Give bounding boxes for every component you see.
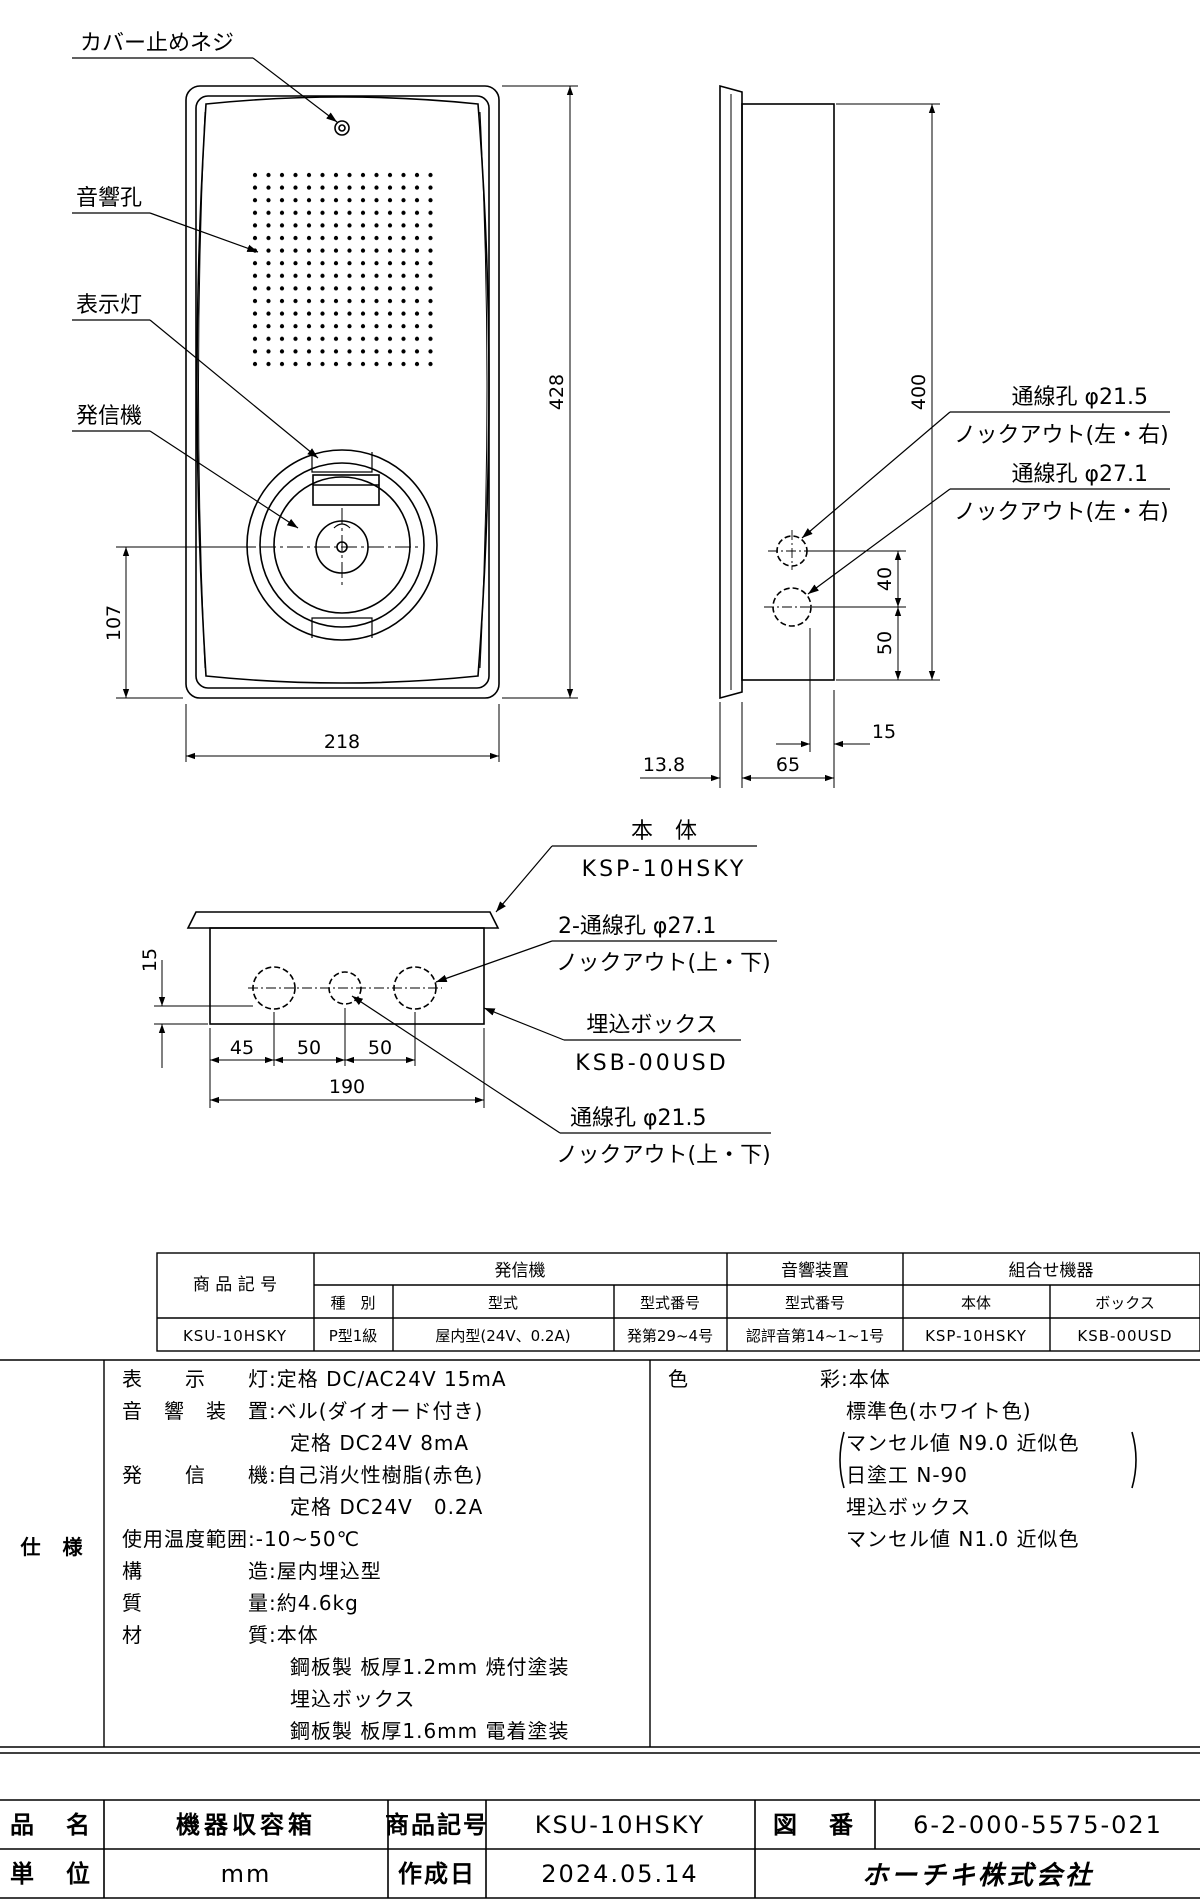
dim-bottom-190: 190	[329, 1076, 365, 1098]
dim-bottom-depth-15: 15	[139, 948, 161, 972]
side-hole2-title: 通線孔 φ27.1	[1012, 462, 1149, 487]
dim-bottom-50b: 50	[368, 1037, 392, 1059]
side-hole2-note: ノックアウト(左・右)	[954, 500, 1169, 525]
label-cover-screw: カバー止めネジ	[80, 31, 234, 56]
th-box: ボックス	[1095, 1294, 1155, 1312]
dim-bottom-50: 50	[874, 631, 896, 655]
transmitter-outer-ring	[246, 449, 438, 641]
tb-unit-label: 単 位	[10, 1860, 94, 1888]
spec-heading: 仕 様	[20, 1535, 84, 1559]
bottom-box	[209, 927, 485, 1025]
th-form-no: 型式番号	[640, 1294, 700, 1312]
tb-drawing-value: 6-2-000-5575-021	[913, 1811, 1163, 1839]
spec-color-value: 彩:本体	[820, 1367, 891, 1391]
holes-b-title: 通線孔 φ21.5	[570, 1106, 707, 1131]
cover-face	[196, 96, 490, 684]
dim-depth-65: 65	[776, 754, 800, 776]
body-model: KSP-10HSKY	[582, 857, 747, 882]
dim-body-400: 400	[908, 374, 930, 410]
box-model: KSB-00USD	[575, 1051, 728, 1076]
dim-bottom-45: 45	[230, 1037, 254, 1059]
td-box: KSB-00USD	[1077, 1327, 1172, 1345]
dim-height-428: 428	[546, 374, 568, 410]
spec-line: 表 示 灯:定格 DC/AC24V 15mA	[122, 1367, 507, 1391]
spec-color-line: マンセル値 N1.0 近似色	[846, 1527, 1079, 1551]
side-box	[741, 103, 835, 681]
tb-code-label: 商品記号	[385, 1811, 489, 1839]
td-type: P型1級	[329, 1327, 378, 1345]
title-block	[0, 1799, 1200, 1899]
spec-color-line: 標準色(ホワイト色)	[846, 1399, 1032, 1423]
tb-date-value: 2024.05.14	[541, 1860, 698, 1888]
spec-section	[0, 1359, 1200, 1754]
spec-line: 材 質:本体	[122, 1623, 319, 1647]
side-hole1-note: ノックアウト(左・右)	[954, 423, 1169, 448]
spec-color-line: マンセル値 N9.0 近似色	[846, 1431, 1079, 1455]
holes-a-title: 2-通線孔 φ27.1	[558, 914, 716, 939]
body-title: 本 体	[631, 819, 697, 844]
spec-line: 構 造:屋内埋込型	[122, 1559, 382, 1583]
th-combination: 組合せ機器	[1009, 1261, 1094, 1281]
spec-line: 埋込ボックス	[122, 1687, 415, 1711]
dim-lower-107: 107	[103, 605, 125, 641]
td-form: 屋内型(24V、0.2A)	[435, 1327, 570, 1345]
dim-offset-15: 15	[872, 721, 896, 743]
bracket-left	[839, 1431, 845, 1489]
spec-line: 音 響 装 置:ベル(ダイオード付き)	[122, 1399, 483, 1423]
product-table	[156, 1252, 1200, 1352]
tb-unit-value: mm	[221, 1860, 272, 1888]
spec-line: 鋼板製 板厚1.6mm 電着塗装	[122, 1719, 570, 1743]
th-type: 種 別	[330, 1294, 375, 1312]
spec-line: 定格 DC24V 0.2A	[122, 1495, 483, 1519]
tb-name-label: 品 名	[10, 1811, 94, 1839]
bottom-flange	[186, 911, 500, 929]
spec-color-line: 埋込ボックス	[846, 1495, 971, 1519]
side-flange	[719, 84, 743, 700]
company-logo: ホーチキ株式会社	[862, 1861, 1094, 1891]
dim-bottom-50a: 50	[297, 1037, 321, 1059]
dim-pitch-40: 40	[874, 567, 896, 591]
bottom-view	[186, 911, 500, 1025]
tb-code-value: KSU-10HSKY	[535, 1811, 706, 1839]
td-body: KSP-10HSKY	[925, 1327, 1027, 1345]
th-transmitter: 発信機	[495, 1261, 546, 1281]
spec-line: 質 量:約4.6kg	[122, 1591, 359, 1615]
label-sound-holes: 音響孔	[76, 186, 142, 211]
sound-hole-grid	[252, 172, 437, 374]
side-view	[719, 84, 835, 700]
box-title: 埋込ボックス	[586, 1013, 717, 1038]
td-sound-no: 認評音第14~1~1号	[746, 1327, 884, 1345]
spec-color-line: 日塗工 N-90	[846, 1463, 968, 1487]
tb-drawing-label: 図 番	[773, 1811, 857, 1839]
dim-width-218: 218	[324, 731, 360, 753]
spec-line: 使用温度範囲:-10~50℃	[122, 1527, 360, 1551]
spec-color-label: 色	[668, 1367, 689, 1391]
th-body: 本体	[961, 1294, 991, 1312]
holes-b-note: ノックアウト(上・下)	[556, 1143, 771, 1168]
bracket-right	[1131, 1431, 1137, 1489]
cover-outer	[185, 85, 500, 699]
td-code: KSU-10HSKY	[183, 1327, 287, 1345]
dim-flange-13-8: 13.8	[643, 754, 685, 776]
side-hole1-title: 通線孔 φ21.5	[1012, 385, 1149, 410]
indicator-window	[312, 474, 380, 506]
th-sound-device: 音響装置	[781, 1261, 849, 1281]
spec-line: 定格 DC24V 8mA	[122, 1431, 469, 1455]
label-indicator-lamp: 表示灯	[76, 293, 142, 318]
holes-a-note: ノックアウト(上・下)	[556, 951, 771, 976]
tb-name-value: 機器収容箱	[176, 1811, 316, 1839]
spec-line: 鋼板製 板厚1.2mm 焼付塗装	[122, 1655, 570, 1679]
cover-screw	[334, 120, 350, 136]
th-form: 型式	[488, 1294, 518, 1312]
front-view	[185, 85, 500, 699]
th-sound-no: 型式番号	[785, 1294, 845, 1312]
label-transmitter: 発信機	[76, 404, 142, 429]
tb-date-label: 作成日	[398, 1860, 476, 1888]
spec-line: 発 信 機:自己消火性樹脂(赤色)	[122, 1463, 483, 1487]
td-form-no: 発第29~4号	[627, 1327, 713, 1345]
th-product-code: 商 品 記 号	[193, 1275, 277, 1295]
